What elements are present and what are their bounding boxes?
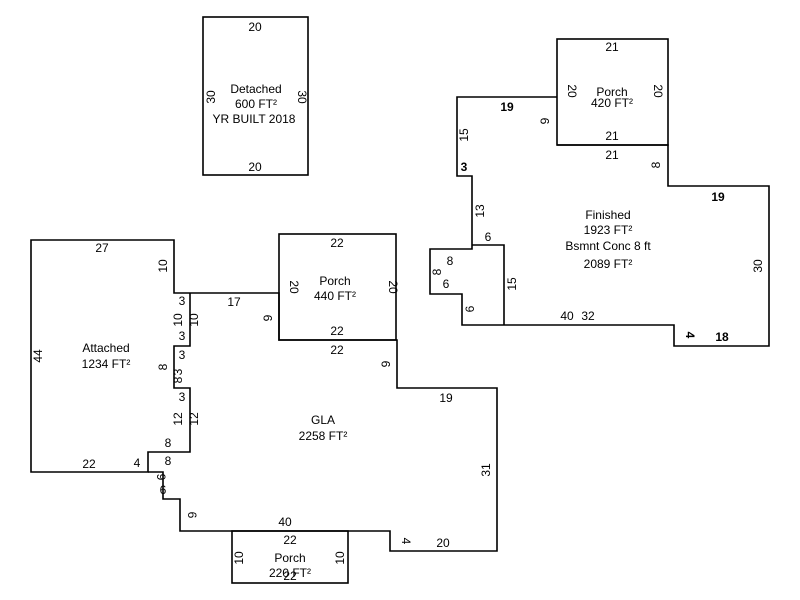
dim-label: 20 (651, 84, 665, 98)
dim-label: 8 (430, 268, 444, 275)
dim-label: 8 (156, 363, 170, 370)
dim-label: 8 (649, 161, 663, 168)
dim-label: 13 (473, 204, 487, 218)
porch-bottom-name: Porch (274, 551, 305, 565)
detached-outline (202, 16, 309, 176)
dim-label: 4 (134, 456, 141, 470)
dim-label: 15 (505, 277, 519, 291)
dim-label: 20 (386, 280, 400, 294)
dim-label: 9 (379, 360, 393, 367)
porch-middle-name: Porch (319, 274, 350, 288)
dim-label: 12 (171, 412, 185, 426)
dim-label: 6 (463, 305, 477, 312)
dim-label: 10 (333, 551, 347, 565)
dim-label: 20 (565, 84, 579, 98)
dim-label: 10 (171, 313, 185, 327)
porch-bottom-outline (231, 530, 349, 584)
dim-label: 19 (500, 100, 514, 114)
dim-label: 6 (160, 483, 167, 497)
dim-label: 22 (283, 533, 297, 547)
dim-label: 8 (447, 254, 454, 268)
finished-area: 1923 FT² (584, 223, 633, 237)
dim-label: 30 (204, 90, 218, 104)
dim-label: 40 (278, 515, 292, 529)
porch-top-right-area: 420 FT² (591, 96, 633, 110)
finished-inner-line (472, 244, 505, 325)
porch-middle-area: 440 FT² (314, 289, 356, 303)
dim-label: 3 (171, 368, 185, 375)
porch-middle-outline (278, 233, 397, 341)
dim-label: 12 (187, 412, 201, 426)
dim-label: 3 (179, 390, 186, 404)
dim-label: 21 (605, 129, 619, 143)
attached-name: Attached (82, 341, 129, 355)
dim-label: 18 (715, 330, 729, 344)
dim-label: 10 (187, 313, 201, 327)
attached-structure: Attached 1234 FT² 27 10 3 10 10 3 3 8 3 … (30, 239, 201, 473)
porch-bottom: Porch 220 FT² 22 22 10 10 (231, 530, 349, 584)
dim-label: 6 (185, 512, 199, 519)
dim-label: 6 (485, 230, 492, 244)
dim-label: 40 (560, 309, 574, 323)
dim-label: 22 (330, 236, 344, 250)
detached-structure: Detached 600 FT² YR BUILT 2018 20 20 30 … (202, 16, 309, 176)
dim-label: 3 (179, 348, 186, 362)
detached-name: Detached (230, 82, 281, 96)
attached-area: 1234 FT² (82, 357, 131, 371)
dim-label: 30 (295, 90, 309, 104)
finished-name: Finished (585, 208, 630, 222)
dim-label: 6 (443, 277, 450, 291)
dim-label: 3 (179, 294, 186, 308)
dim-label: 20 (287, 280, 301, 294)
dim-label: 17 (227, 295, 241, 309)
dim-label: 8 (165, 454, 172, 468)
porch-top-right: Porch 420 FT² 21 21 20 20 (556, 38, 669, 146)
basement-label: Bsmnt Conc 8 ft (565, 239, 651, 253)
dim-label: 19 (711, 190, 725, 204)
dim-label: 4 (399, 538, 413, 545)
basement-area: 2089 FT² (584, 257, 633, 271)
dim-label: 10 (156, 259, 170, 273)
porch-top-right-name: Porch (596, 85, 627, 99)
dim-label: 22 (283, 569, 297, 583)
dim-label: 32 (581, 309, 595, 323)
gla-name: GLA (311, 413, 335, 427)
dim-label: 10 (232, 551, 246, 565)
dim-label: 20 (436, 536, 450, 550)
dim-label: 8 (171, 376, 185, 383)
finished-outline (429, 96, 770, 347)
dim-label: 22 (82, 457, 96, 471)
dim-label: 31 (479, 463, 493, 477)
dim-label: 21 (605, 148, 619, 162)
dim-label: 4 (683, 332, 697, 339)
dim-label: 3 (179, 329, 186, 343)
dim-label: 21 (605, 40, 619, 54)
dim-label: 27 (95, 241, 109, 255)
dim-label: 15 (457, 128, 471, 142)
detached-year: YR BUILT 2018 (213, 112, 296, 126)
dim-label: 3 (461, 160, 468, 174)
gla-area: 2258 FT² (299, 429, 348, 443)
porch-bottom-area: 220 FT² (269, 566, 311, 580)
detached-area: 600 FT² (235, 97, 277, 111)
dim-label: 20 (248, 160, 262, 174)
attached-outline (30, 239, 191, 473)
finished-structure: Finished 1923 FT² Bsmnt Conc 8 ft 2089 F… (429, 96, 770, 347)
dim-label: 30 (751, 259, 765, 273)
dim-label: 22 (330, 324, 344, 338)
dim-label: 22 (330, 343, 344, 357)
dim-label: 19 (439, 391, 453, 405)
dim-label: 9 (261, 314, 275, 321)
porch-middle: Porch 440 FT² 22 22 20 20 (278, 233, 400, 341)
dim-label: 8 (165, 436, 172, 450)
dim-label-gla-9c: 9 (154, 474, 168, 481)
dim-label: 9 (538, 117, 552, 124)
dim-label: 20 (248, 20, 262, 34)
dim-label: 44 (31, 349, 45, 363)
